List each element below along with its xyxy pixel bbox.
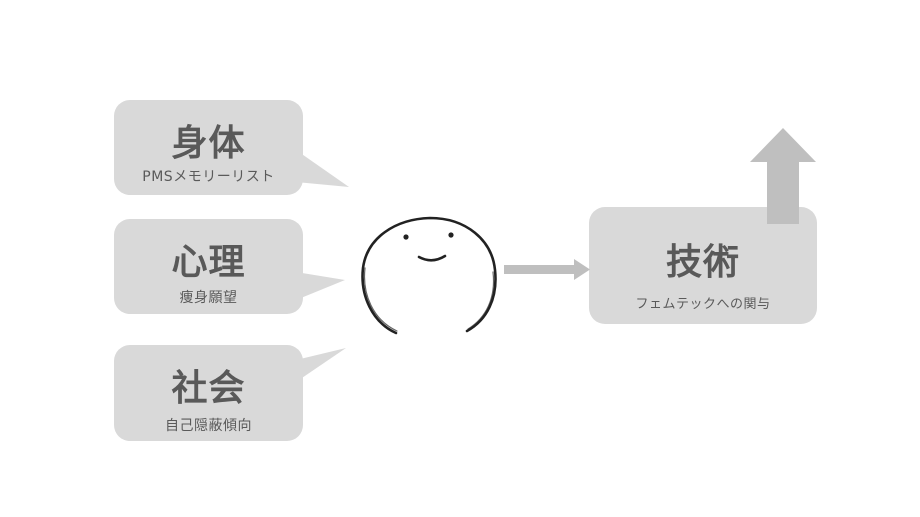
bubble-social: 社会 自己隠蔽傾向: [114, 345, 303, 441]
technology-box: 技術 フェムテックへの関与: [589, 207, 817, 324]
bubble-body: 身体 PMSメモリーリスト: [114, 100, 303, 195]
bubble-body-title: 身体: [171, 123, 246, 164]
arrow-up-icon: [750, 128, 816, 224]
arrow-right-icon: [504, 259, 590, 280]
smiling-face-icon: [361, 216, 497, 335]
bubble-mind-subtitle: 痩身願望: [179, 290, 238, 306]
bubble-mind: 心理 痩身願望: [114, 219, 303, 314]
technology-subtitle: フェムテックへの関与: [635, 297, 771, 312]
bubble-tail-body: [296, 150, 349, 187]
bubble-tail-social: [296, 348, 346, 382]
bubble-mind-title: 心理: [171, 242, 246, 283]
bubble-social-title: 社会: [171, 368, 246, 409]
bubble-tail-mind: [296, 272, 345, 300]
technology-title: 技術: [665, 242, 740, 283]
bubble-body-subtitle: PMSメモリーリスト: [142, 169, 275, 185]
bubble-social-subtitle: 自己隠蔽傾向: [165, 418, 252, 434]
